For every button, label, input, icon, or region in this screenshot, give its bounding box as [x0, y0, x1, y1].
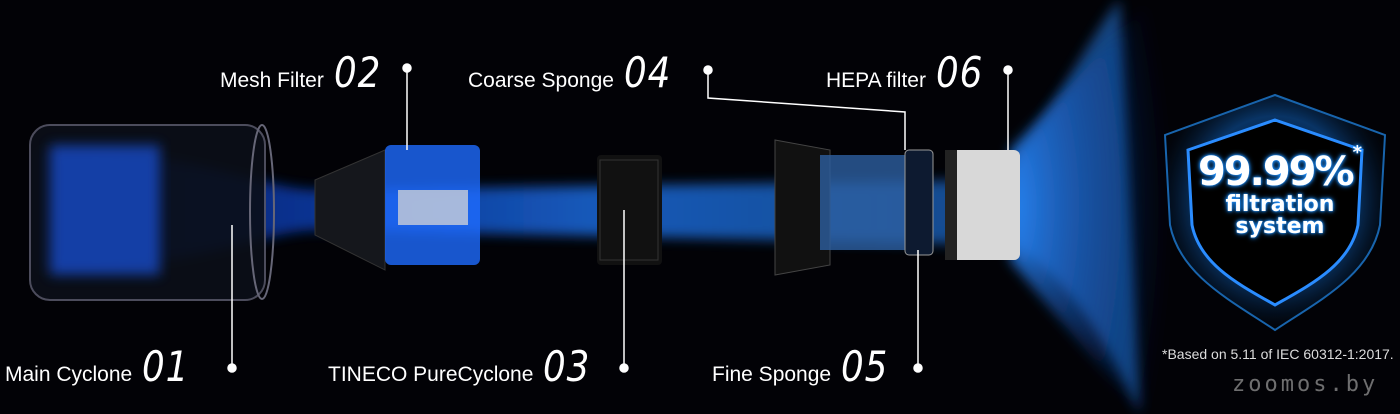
label-coarse-sponge: Coarse Sponge 04 [468, 48, 679, 97]
component-number: 02 [333, 48, 381, 97]
shield-icon [1163, 93, 1387, 332]
component-name: HEPA filter [826, 69, 926, 92]
badge-percent: 99.99% [1197, 149, 1355, 195]
exhaust-fan [1010, 0, 1170, 414]
badge-line1: filtration [1225, 192, 1335, 217]
badge-asterisk: * [1352, 142, 1363, 163]
label-fine-sponge: Fine Sponge 05 [712, 342, 897, 391]
component-number: 05 [841, 342, 889, 391]
component-number: 01 [142, 342, 190, 391]
component-number: 03 [543, 342, 591, 391]
component-number: 04 [623, 48, 672, 97]
footnote: *Based on 5.11 of IEC 60312-1:2017. [1162, 346, 1394, 362]
cone-part [314, 149, 386, 271]
motor-part [774, 139, 910, 276]
airflow-stream [40, 0, 1140, 414]
component-name: Main Cyclone [5, 363, 133, 386]
component-name: Mesh Filter [220, 69, 324, 92]
component-name: Fine Sponge [712, 363, 832, 386]
leader-lines [227, 63, 1013, 373]
main-cyclone-part [29, 124, 275, 301]
purecyclone-part [597, 155, 662, 265]
label-main-cyclone: Main Cyclone 01 [5, 342, 198, 391]
label-mesh-filter: Mesh Filter 02 [220, 48, 389, 97]
component-name: Coarse Sponge [468, 69, 614, 92]
hepa-filter-part [945, 150, 1020, 260]
fine-sponge-part [904, 149, 934, 256]
filtration-badge: 99.99%* filtration system [1190, 142, 1370, 239]
component-number: 06 [935, 48, 984, 97]
badge-line2: system [1235, 214, 1325, 239]
label-hepa-filter: HEPA filter 06 [826, 48, 991, 97]
mesh-filter-part [385, 145, 480, 265]
component-name: TINECO PureCyclone [328, 363, 534, 386]
label-purecyclone: TINECO PureCyclone 03 [328, 342, 599, 391]
watermark: zoomos.by [1232, 372, 1379, 397]
